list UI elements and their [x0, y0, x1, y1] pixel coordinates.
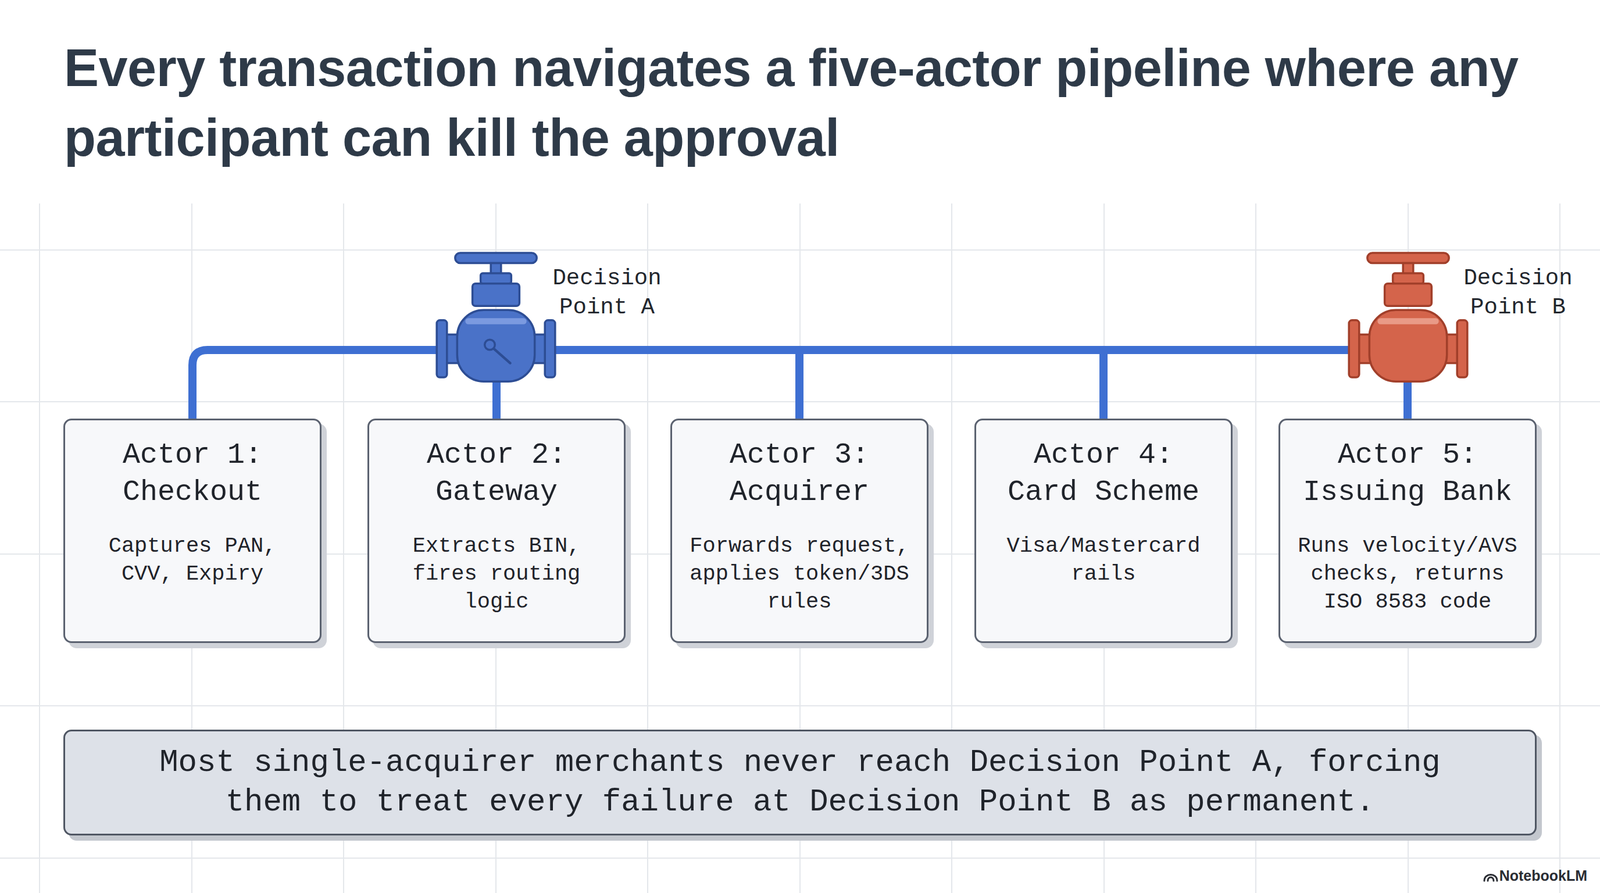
diagram-title: Every transaction navigates a five-actor… — [63, 33, 1547, 173]
valve-symbol — [1348, 252, 1468, 382]
valve-symbol — [436, 252, 556, 382]
actor-box: Actor 2: GatewayExtracts BIN, fires rout… — [367, 418, 626, 644]
actor-box: Actor 4: Card SchemeVisa/Mastercard rail… — [974, 418, 1233, 644]
watermark-icon — [1484, 875, 1498, 882]
actor-description: Extracts BIN, fires routing logic — [384, 531, 609, 616]
actor-title: Actor 3: Acquirer — [686, 436, 913, 512]
actor-description: Captures PAN, CVV, Expiry — [80, 531, 305, 588]
actor-box: Actor 1: CheckoutCaptures PAN, CVV, Expi… — [63, 418, 322, 644]
actor-box: Actor 3: AcquirerForwards request, appli… — [670, 418, 929, 644]
valve-label: Decision Point B — [1454, 263, 1582, 323]
actor-title: Actor 4: Card Scheme — [990, 436, 1217, 512]
actor-box: Actor 5: Issuing BankRuns velocity/AVS c… — [1278, 418, 1537, 644]
takeaway-text: Most single-acquirer merchants never rea… — [88, 743, 1512, 823]
actor-description: Forwards request, applies token/3DS rule… — [687, 531, 912, 616]
valve-label: Decision Point A — [543, 263, 671, 323]
actor-title: Actor 2: Gateway — [383, 436, 610, 512]
actor-title: Actor 5: Issuing Bank — [1294, 436, 1521, 512]
takeaway-band: Most single-acquirer merchants never rea… — [63, 729, 1537, 836]
actor-title: Actor 1: Checkout — [79, 436, 306, 512]
actor-description: Runs velocity/AVS checks, returns ISO 85… — [1295, 531, 1520, 616]
watermark: NotebookLM — [1499, 866, 1588, 885]
pipeline-connector — [799, 350, 1104, 419]
actor-description: Visa/Mastercard rails — [991, 531, 1216, 588]
